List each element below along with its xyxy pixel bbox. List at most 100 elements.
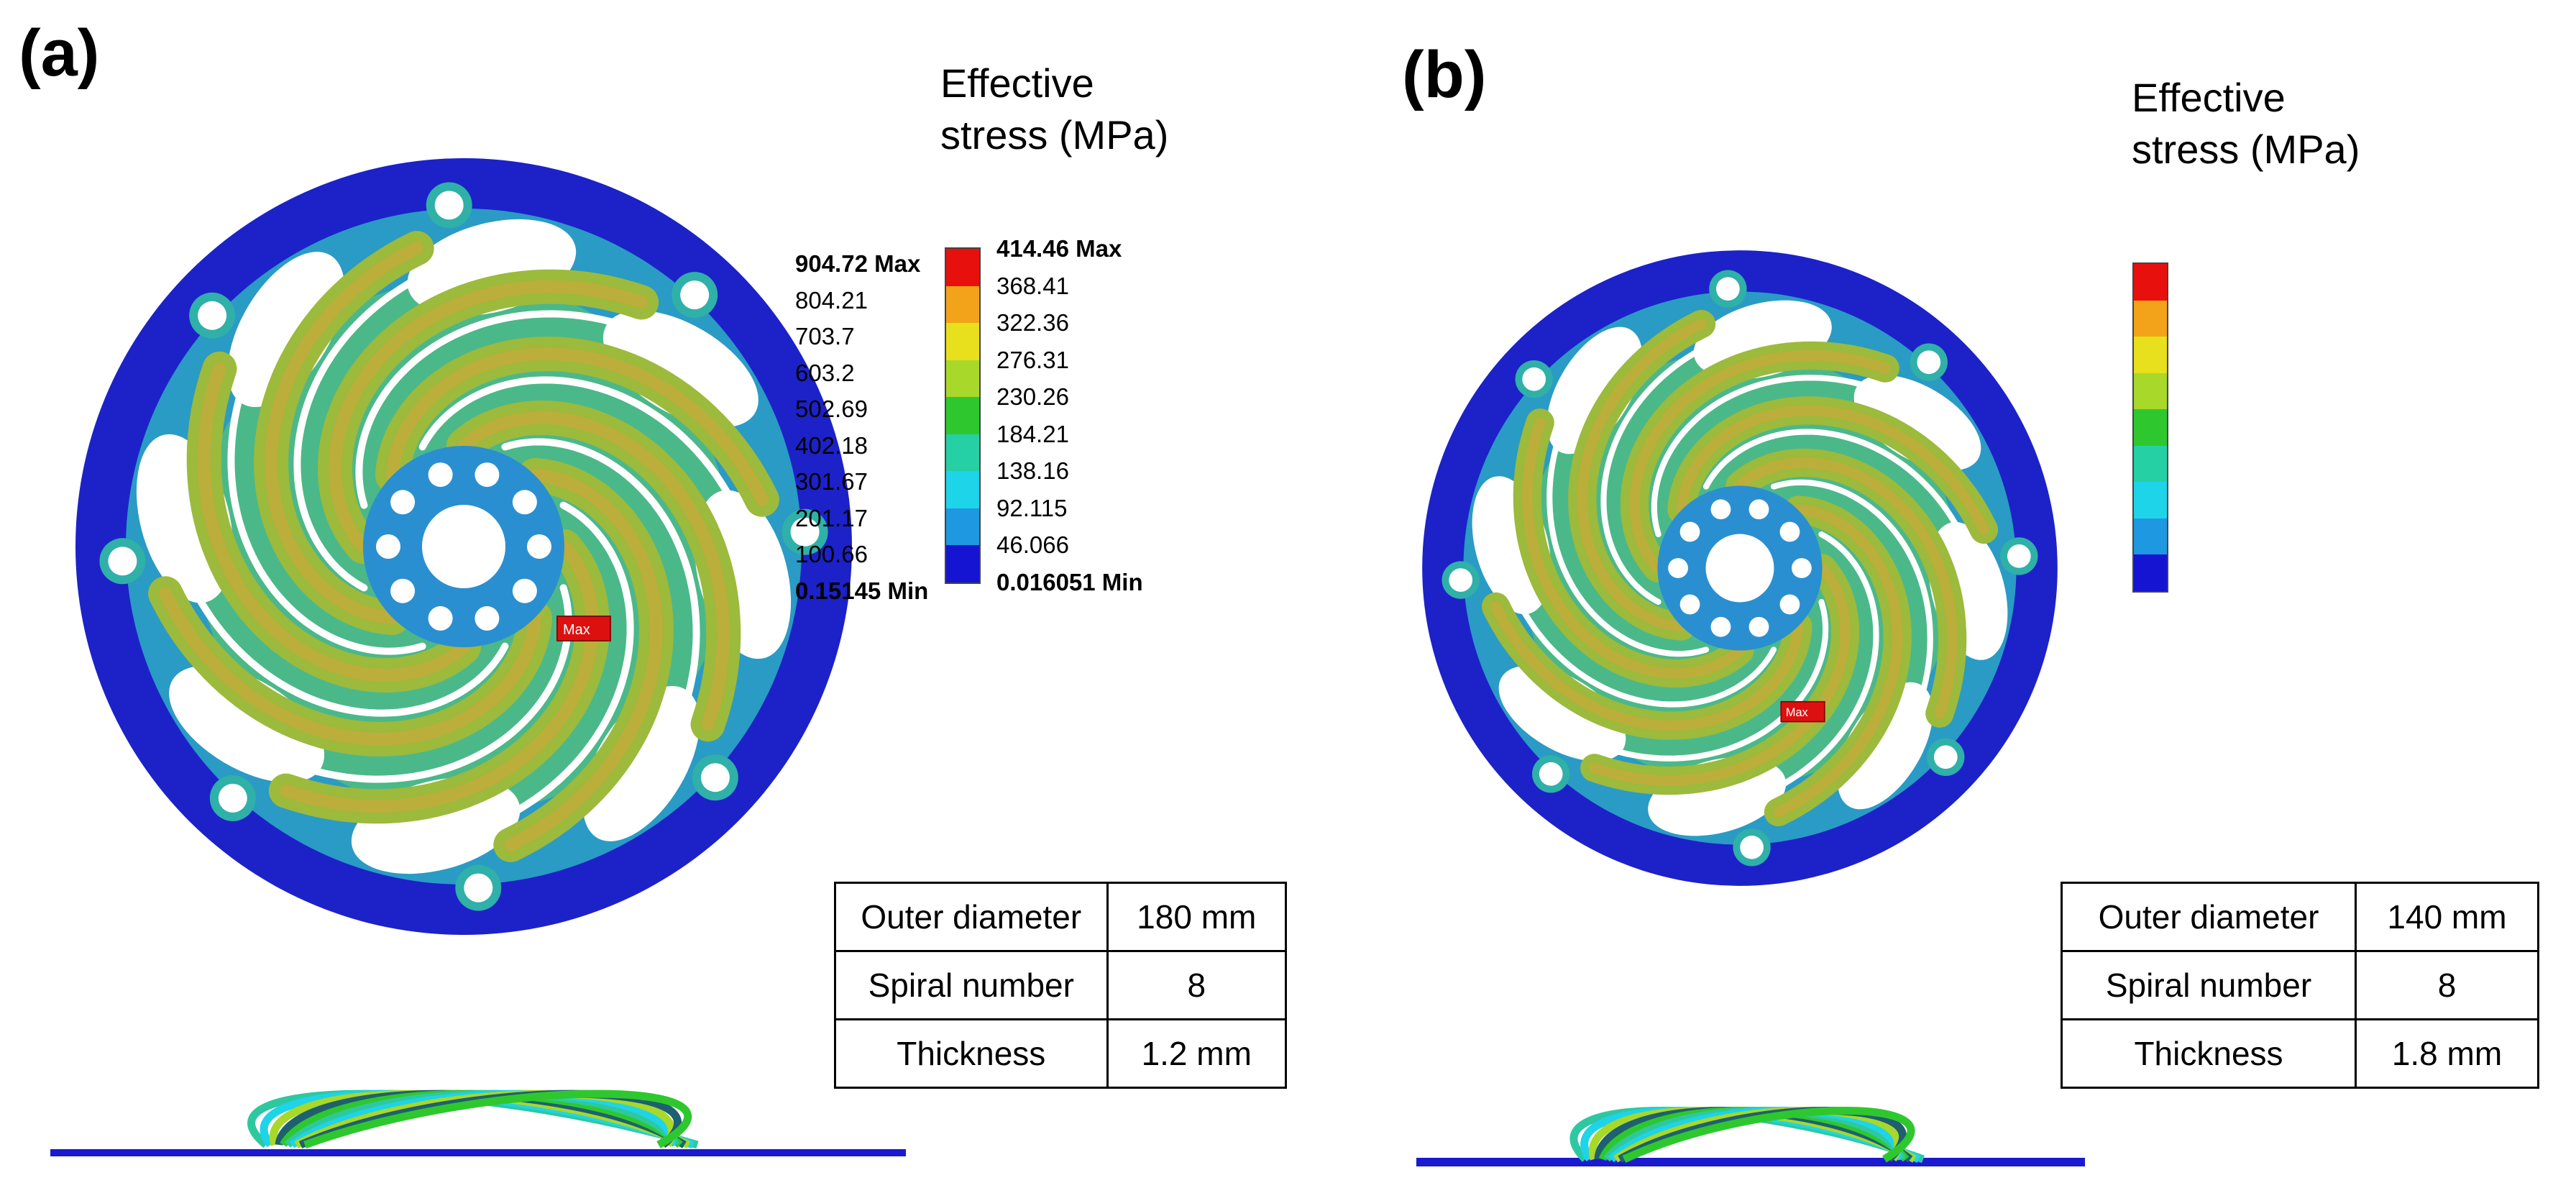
spiral-gap — [1702, 429, 1989, 631]
hub-hole — [1779, 594, 1800, 615]
colorbar-segment — [2134, 409, 2167, 446]
colorbar-tick-label: 46.066 — [996, 531, 1069, 558]
colorbar-tick-label: 804.21 — [795, 286, 868, 314]
outer-window — [227, 252, 345, 408]
spiral-arm-highstress — [386, 347, 769, 506]
spiral-gap — [418, 376, 768, 623]
colorbar-tick-label: 138.16 — [996, 457, 1069, 484]
colorbar-title-line2: stress (MPa) — [2132, 127, 2360, 172]
colorbar-segment — [946, 397, 979, 434]
colorbar-title-line1: Effective — [2132, 75, 2286, 120]
outer-window — [1498, 665, 1626, 762]
table-row: Thickness 1.8 mm — [2061, 1018, 2539, 1089]
mounting-hole — [434, 191, 464, 220]
param-name-thickness: Thickness — [2061, 1018, 2357, 1089]
colorbar — [2132, 262, 2168, 593]
disc-geometry: Max — [75, 158, 852, 935]
mounting-hole — [1522, 367, 1546, 391]
table-row: Outer diameter 180 mm — [834, 882, 1288, 952]
hub-hole — [1668, 558, 1688, 578]
colorbar-tick-label: 402.18 — [795, 431, 868, 459]
colorbar-tick-label: 100.66 — [795, 541, 868, 567]
spiral-arm-highstress — [1676, 405, 1989, 535]
coil-strand — [303, 1089, 692, 1149]
spiral-gap — [1546, 349, 1710, 657]
mounting-hole — [680, 280, 710, 310]
colorbar-tick-label: 301.67 — [795, 468, 868, 495]
ground-plate — [1416, 1158, 2085, 1166]
spiral-gap — [1600, 319, 1802, 606]
colorbar-tick-label: 230.26 — [996, 383, 1069, 410]
spiral-arm-highstress — [1490, 601, 1804, 731]
hub-hole — [1748, 616, 1769, 637]
spiral-arm-highstress — [1773, 504, 1903, 818]
hub-hole — [390, 490, 416, 515]
colorbar-tick-label: 184.21 — [996, 420, 1069, 447]
param-name-spiral-number: Spiral number — [834, 950, 1109, 1020]
hub-hole — [527, 534, 551, 559]
spiral-gap — [388, 501, 634, 851]
colorbar-tick-label: 502.69 — [795, 396, 868, 422]
param-value-spiral-number: 8 — [1106, 950, 1288, 1020]
hub-hole — [512, 578, 537, 603]
parameter-table: Outer diameter 180 mm Spiral number 8 Th… — [834, 882, 1288, 1089]
hub-hole — [390, 578, 416, 603]
spiral-gap — [355, 310, 731, 509]
spiral-gap — [160, 470, 509, 717]
colorbar-segment — [946, 285, 979, 323]
spiral-arm-highstress — [328, 280, 648, 553]
colorbar-title-line1: Effective — [940, 60, 1094, 106]
colorbar-tick-label: 201.17 — [795, 504, 868, 531]
param-name-outer-diameter: Outer diameter — [834, 882, 1109, 952]
spring-disc-stress-plot: Max — [1422, 250, 2058, 886]
parameter-table: Outer diameter 140 mm Spiral number 8 Th… — [2061, 882, 2539, 1089]
colorbar-tick-label: 603.2 — [795, 359, 855, 386]
param-name-thickness: Thickness — [834, 1018, 1109, 1089]
table-row: Spiral number 8 — [834, 950, 1288, 1020]
mounting-hole — [1933, 745, 1958, 769]
param-value-spiral-number: 8 — [2355, 950, 2539, 1020]
max-marker-label: Max — [1786, 706, 1808, 719]
mounting-hole — [2007, 544, 2031, 568]
colorbar-segment — [946, 545, 979, 582]
outer-window — [1853, 375, 1981, 471]
colorbar-segment — [2134, 264, 2167, 301]
colorbar-segment — [946, 249, 979, 286]
colorbar-title: Effective stress (MPa) — [940, 58, 1168, 161]
param-name-spiral-number: Spiral number — [2061, 950, 2357, 1020]
colorbar-tick-label: 368.41 — [996, 272, 1069, 299]
hub-hole — [428, 606, 453, 631]
spiral-gap — [227, 279, 426, 655]
colorbar-tick-label: 92.115 — [996, 494, 1068, 521]
colorbar-min-label: 0.15145 Min — [795, 577, 929, 604]
colorbar-segment — [2134, 373, 2167, 409]
colorbar-max-label: 414.46 Max — [996, 235, 1122, 262]
outer-window — [582, 685, 700, 841]
spring-side-view — [1416, 1107, 2085, 1166]
mounting-hole — [1917, 350, 1941, 375]
table-row: Outer diameter 140 mm — [2061, 882, 2539, 952]
max-marker-label: Max — [563, 622, 590, 638]
spiral-gap — [1651, 375, 1959, 538]
panel-b: (b) Max Effective stress (MPa) Outer dia… — [795, 0, 2576, 1188]
outer-window — [1546, 326, 1643, 454]
hub-hole — [475, 462, 500, 488]
spiral-gap — [293, 242, 540, 592]
param-value-thickness: 1.8 mm — [2355, 1018, 2539, 1089]
mounting-hole — [1539, 762, 1563, 786]
spiral-arm-highstress — [1577, 319, 1707, 632]
spiral-gap — [1490, 506, 1777, 708]
hub-hole — [1779, 521, 1800, 542]
colorbar-segment — [946, 360, 979, 397]
center-bore — [1705, 534, 1774, 603]
spiral-arm-highstress — [1734, 457, 1958, 719]
mounting-hole — [1740, 835, 1764, 859]
disc-geometry: Max — [1422, 250, 2058, 886]
outer-window — [169, 665, 325, 783]
mounting-hole — [1449, 568, 1473, 592]
mounting-hole — [1716, 277, 1740, 301]
param-value-thickness: 1.2 mm — [1106, 1018, 1288, 1089]
param-value-outer-diameter: 180 mm — [1106, 882, 1288, 952]
coil-strand — [1622, 1107, 1915, 1163]
spring-side-view — [50, 1089, 906, 1156]
